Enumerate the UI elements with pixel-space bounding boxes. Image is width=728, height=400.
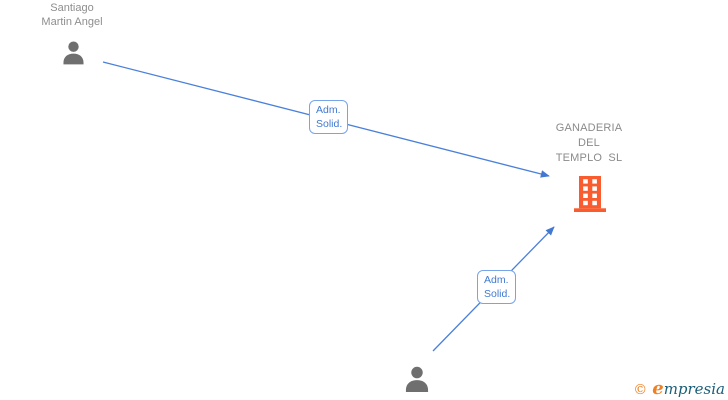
edge-label-adm-solid-1: Adm. Solid. bbox=[309, 100, 348, 134]
building-icon[interactable] bbox=[574, 176, 606, 212]
edge-label-line1: Adm. bbox=[484, 274, 509, 286]
edge-label-adm-solid-2: Adm. Solid. bbox=[477, 270, 516, 304]
person-icon[interactable] bbox=[401, 364, 433, 396]
brand-logo-text: mpresia bbox=[663, 380, 725, 398]
person-top-name-line2: Martin Angel bbox=[41, 16, 103, 28]
brand-logo-initial: e bbox=[652, 378, 664, 399]
edge-label-line1: Adm. bbox=[316, 104, 341, 116]
company-name[interactable]: GANADERIA DEL TEMPLO SL bbox=[528, 121, 650, 166]
edge-label-line2: Solid. bbox=[484, 288, 511, 300]
empresia-watermark[interactable]: © e mpresia bbox=[633, 378, 725, 399]
edge-label-line2: Solid. bbox=[316, 118, 343, 130]
person-icon[interactable] bbox=[59, 39, 88, 68]
person-top-name[interactable]: Santiago Martin Angel bbox=[12, 1, 132, 29]
company-name-line3: TEMPLO SL bbox=[555, 152, 623, 164]
company-name-line1: GANADERIA bbox=[555, 122, 623, 134]
company-name-line2: DEL bbox=[578, 137, 600, 149]
person-top-name-line1: Santiago bbox=[50, 2, 94, 14]
copyright-icon: © bbox=[633, 382, 648, 398]
